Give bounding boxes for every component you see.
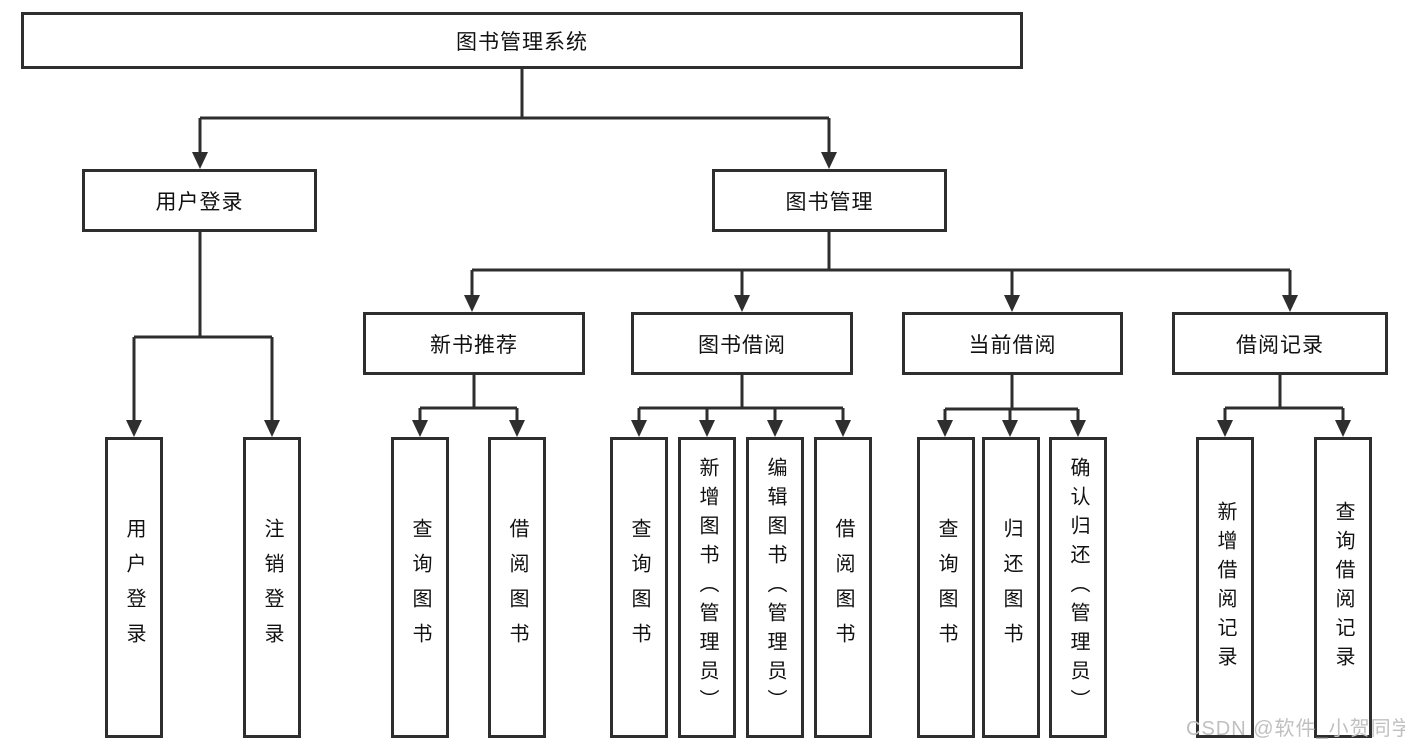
leaf-borrow-books-borrow-label: 借阅图书 [832, 517, 854, 658]
leaf-borrow-books-recommend-label: 借阅图书 [506, 517, 528, 658]
node-book-management: 图书管理 [712, 169, 947, 232]
leaf-query-books-current-label: 查询图书 [935, 517, 957, 658]
node-new-book-recommendation: 新书推荐 [363, 312, 585, 375]
node-user-login-label: 用户登录 [155, 190, 244, 214]
node-borrowing-records: 借阅记录 [1172, 312, 1388, 375]
leaf-add-book-admin-label: 新增图书（管理员） [696, 457, 718, 718]
node-library-system-label: 图书管理系统 [456, 30, 588, 54]
leaf-query-books-recommend: 查询图书 [391, 437, 449, 738]
leaf-confirm-return-admin: 确认归还（管理员） [1049, 437, 1107, 738]
node-library-system: 图书管理系统 [21, 12, 1023, 69]
leaf-logout: 注销登录 [243, 437, 301, 738]
node-borrowing-records-label: 借阅记录 [1236, 333, 1324, 357]
leaf-edit-book-admin-label: 编辑图书（管理员） [764, 457, 786, 718]
leaf-edit-book-admin: 编辑图书（管理员） [746, 437, 804, 738]
leaf-borrow-books-recommend: 借阅图书 [488, 437, 546, 738]
node-user-login: 用户登录 [82, 169, 317, 232]
leaf-query-borrow-record-label: 查询借阅记录 [1332, 500, 1354, 675]
node-new-book-recommendation-label: 新书推荐 [430, 333, 518, 357]
leaf-return-books: 归还图书 [982, 437, 1040, 738]
leaf-user-login-label: 用户登录 [123, 517, 145, 658]
leaf-return-books-label: 归还图书 [1000, 517, 1022, 658]
node-current-borrowing: 当前借阅 [902, 312, 1123, 375]
node-book-borrowing: 图书借阅 [631, 312, 853, 375]
leaf-query-books-borrow: 查询图书 [610, 437, 668, 738]
leaf-add-book-admin: 新增图书（管理员） [678, 437, 736, 738]
node-book-borrowing-label: 图书借阅 [698, 333, 786, 357]
leaf-confirm-return-admin-label: 确认归还（管理员） [1067, 457, 1089, 718]
leaf-borrow-books-borrow: 借阅图书 [814, 437, 872, 738]
leaf-query-books-current: 查询图书 [917, 437, 975, 738]
leaf-user-login: 用户登录 [105, 437, 163, 738]
node-current-borrowing-label: 当前借阅 [968, 333, 1057, 357]
leaf-add-borrow-record: 新增借阅记录 [1196, 437, 1254, 738]
csdn-watermark: CSDN @软件_小贺同学 [1186, 718, 1405, 740]
leaf-logout-label: 注销登录 [261, 517, 283, 658]
leaf-query-books-recommend-label: 查询图书 [409, 517, 431, 658]
leaf-add-borrow-record-label: 新增借阅记录 [1214, 500, 1236, 675]
node-book-management-label: 图书管理 [785, 190, 874, 214]
leaf-query-borrow-record: 查询借阅记录 [1314, 437, 1372, 738]
leaf-query-books-borrow-label: 查询图书 [628, 517, 650, 658]
